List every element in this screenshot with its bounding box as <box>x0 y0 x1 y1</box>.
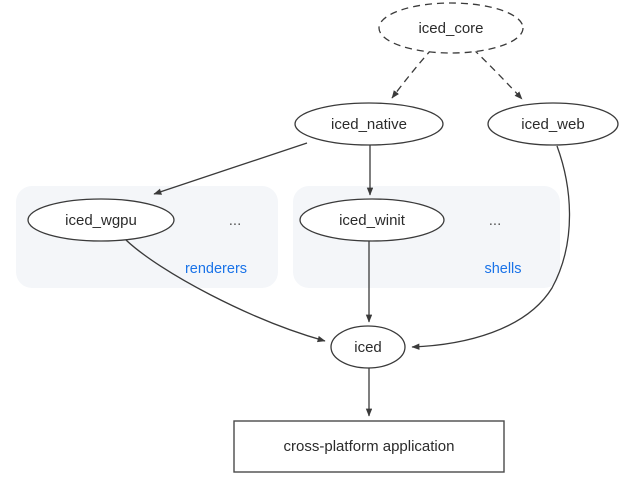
node-iced-core-shape <box>378 2 524 54</box>
edge-iced-native-to-iced-wgpu <box>153 142 308 195</box>
node-iced-label: iced <box>354 339 382 356</box>
edge-iced-core-to-iced-native <box>391 48 433 99</box>
renderers-ellipsis: ... <box>229 212 242 229</box>
edge-iced-wgpu-to-iced <box>125 239 326 343</box>
node-iced-wgpu[interactable]: iced_wgpu <box>27 198 175 242</box>
node-iced-web[interactable]: iced_web <box>487 102 619 146</box>
node-application-label: cross-platform application <box>284 438 455 455</box>
shells-ellipsis: ... <box>489 212 502 229</box>
node-cross-platform-application[interactable]: cross-platform application <box>233 420 505 473</box>
cluster-label-shells: shells <box>484 261 521 277</box>
node-iced-winit[interactable]: iced_winit <box>299 198 445 242</box>
node-iced-native[interactable]: iced_native <box>294 102 444 146</box>
node-iced-core-label: iced_core <box>418 20 483 37</box>
cluster-label-renderers: renderers <box>185 261 247 277</box>
node-iced[interactable]: iced <box>330 325 406 369</box>
node-iced-winit-shape <box>299 198 445 242</box>
node-iced-wgpu-shape <box>27 198 175 242</box>
node-iced-winit-label: iced_winit <box>339 212 406 229</box>
node-iced-shape <box>330 325 406 369</box>
node-iced-native-label: iced_native <box>331 116 407 133</box>
node-iced-core[interactable]: iced_core <box>378 2 524 54</box>
node-iced-web-label: iced_web <box>521 116 584 133</box>
edge-iced-core-to-iced-web <box>472 48 523 100</box>
node-application-shape <box>233 420 505 473</box>
edge-iced-web-to-iced <box>411 145 571 350</box>
node-iced-web-shape <box>487 102 619 146</box>
node-iced-wgpu-label: iced_wgpu <box>65 212 137 229</box>
node-iced-native-shape <box>294 102 444 146</box>
